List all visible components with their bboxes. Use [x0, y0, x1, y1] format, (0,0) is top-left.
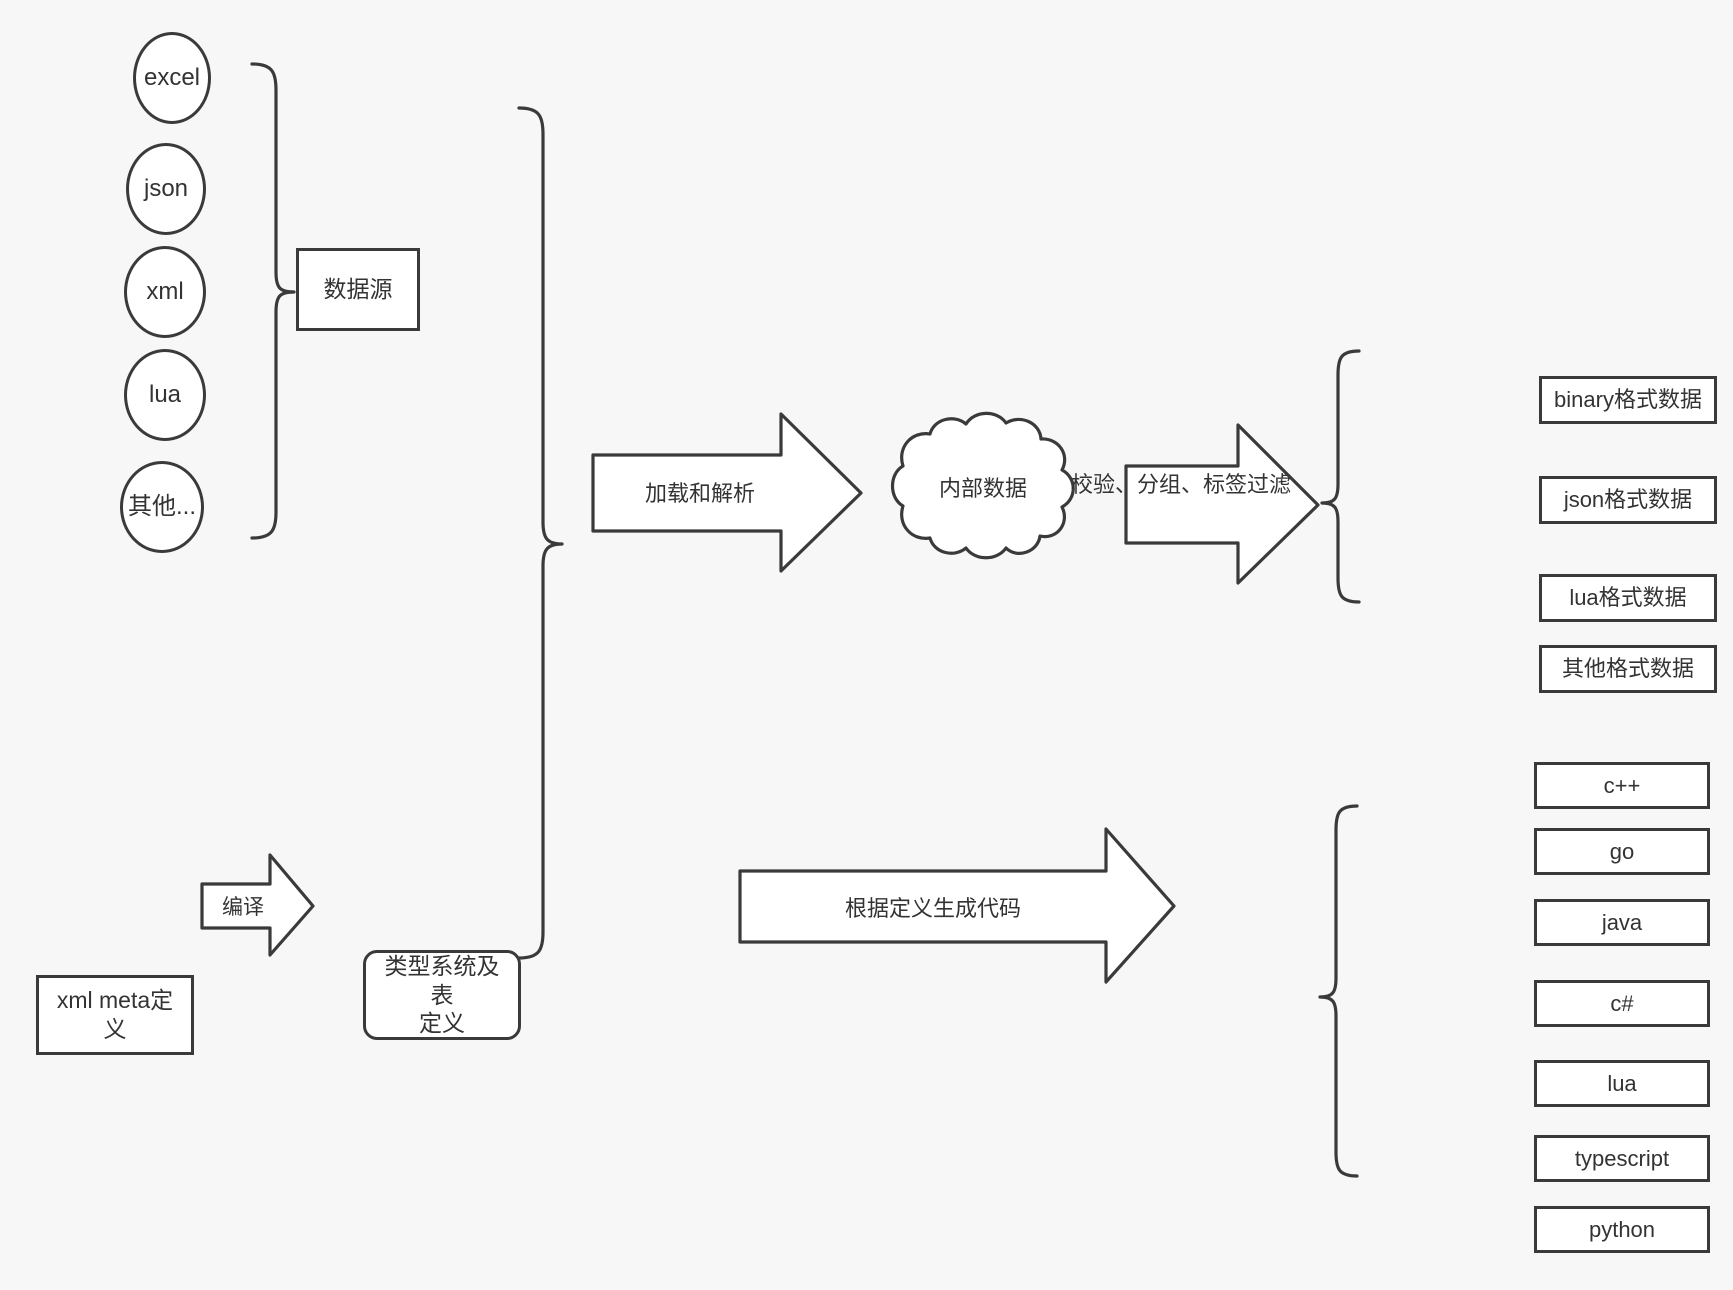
- language-box-label: c++: [1603, 772, 1641, 798]
- language-box-cpp[interactable]: c++: [1534, 762, 1710, 809]
- source-node-label: lua: [148, 381, 182, 408]
- language-box-label: python: [1588, 1216, 1656, 1242]
- arrow-compile-label: 编译: [212, 886, 274, 926]
- brace-sources: [250, 62, 296, 540]
- format-box-label: lua格式数据: [1569, 585, 1687, 611]
- format-box-other[interactable]: 其他格式数据: [1539, 645, 1717, 693]
- language-box-label: go: [1609, 838, 1635, 864]
- language-box-python[interactable]: python: [1534, 1206, 1710, 1253]
- language-box-java[interactable]: java: [1534, 899, 1710, 946]
- format-box-label: binary格式数据: [1554, 387, 1702, 413]
- format-box-lua[interactable]: lua格式数据: [1539, 574, 1717, 622]
- type-system-label-line1: 类型系统及表: [384, 952, 500, 1008]
- source-node-lua[interactable]: lua: [124, 349, 206, 441]
- source-node-excel[interactable]: excel: [133, 32, 211, 124]
- cloud-internal-data-text: 内部数据: [938, 476, 1027, 501]
- format-box-label: json格式数据: [1563, 487, 1693, 513]
- arrow-codegen-text: 根据定义生成代码: [844, 896, 1021, 921]
- datasource-label: 数据源: [323, 276, 393, 303]
- source-node-label: json: [143, 175, 189, 202]
- language-box-csharp[interactable]: c#: [1534, 980, 1710, 1027]
- source-node-label: 其他...: [127, 493, 196, 520]
- brace-formats: [1320, 349, 1361, 604]
- brace-inputs: [517, 106, 564, 960]
- type-system-label-line2: 定义: [419, 1010, 465, 1037]
- arrow-filter-label: 校验、分组、标签过滤: [1036, 461, 1326, 505]
- datasource-box[interactable]: 数据源: [296, 248, 420, 331]
- arrow-compile-text: 编译: [222, 896, 264, 919]
- language-box-go[interactable]: go: [1534, 828, 1710, 875]
- language-box-label: c#: [1610, 990, 1634, 1016]
- language-box-lua[interactable]: lua: [1534, 1060, 1710, 1107]
- source-node-json[interactable]: json: [126, 143, 206, 235]
- xml-meta-definition-box[interactable]: xml meta定义: [36, 975, 194, 1055]
- brace-languages: [1318, 804, 1359, 1178]
- cloud-internal-data-label: 内部数据: [900, 465, 1066, 509]
- xml-meta-definition-label: xml meta定义: [56, 987, 174, 1042]
- type-system-box[interactable]: 类型系统及表 定义: [363, 950, 521, 1040]
- language-box-label: lua: [1607, 1070, 1637, 1096]
- source-node-other[interactable]: 其他...: [120, 461, 204, 553]
- format-box-label: 其他格式数据: [1561, 656, 1694, 682]
- arrow-load-parse-label: 加载和解析: [620, 470, 780, 514]
- language-box-typescript[interactable]: typescript: [1534, 1135, 1710, 1182]
- arrow-filter-text: 校验、分组、标签过滤: [1070, 472, 1291, 497]
- arrow-load-parse-text: 加载和解析: [644, 481, 755, 506]
- source-node-label: excel: [143, 64, 201, 91]
- language-box-label: typescript: [1574, 1145, 1670, 1171]
- language-box-label: java: [1601, 909, 1643, 935]
- format-box-binary[interactable]: binary格式数据: [1539, 376, 1717, 424]
- source-node-label: xml: [146, 278, 184, 305]
- source-node-xml[interactable]: xml: [124, 246, 206, 338]
- format-box-json[interactable]: json格式数据: [1539, 476, 1717, 524]
- arrow-codegen-label: 根据定义生成代码: [760, 885, 1106, 929]
